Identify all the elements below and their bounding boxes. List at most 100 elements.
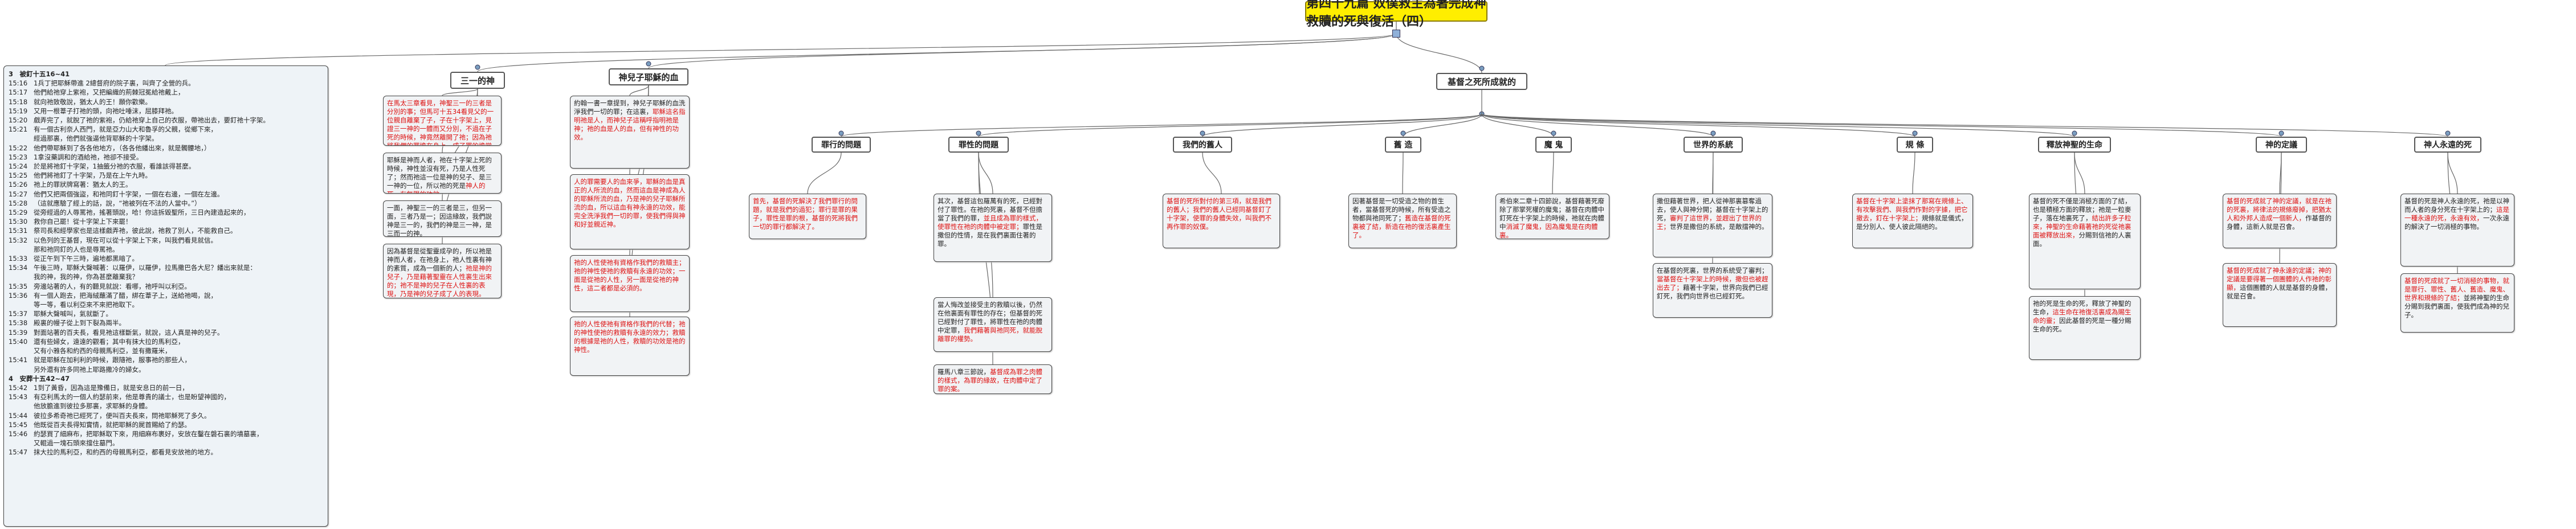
note-highlight: 並且成為罪的樣式，使罪性在祂的肉體中被定罪； xyxy=(938,214,1042,231)
note-text: 撒但藉著世界，把人從神那裏篡奪過去，使人與神分開；基督在十字架上的死， xyxy=(1657,197,1768,222)
verse-ref: 15:24 xyxy=(9,162,28,171)
verse-text: 對面站著的百夫長，看見祂這樣斷氣，就說，這人真是神的兒子。 xyxy=(34,328,224,337)
connector-line xyxy=(648,33,1397,69)
category-devil[interactable]: 魔 鬼 xyxy=(1535,137,1572,153)
verse-text: 他既從百夫長得知實情，就把耶穌的屍首賜給了約瑟。 xyxy=(34,420,191,429)
note-world-2: 在基督的死裏，世界的系統受了審判；當基督在十字架上的時候，撒但也被趕出去了；藉著… xyxy=(1653,263,1772,318)
verse-text: 1拿沒藥調和的酒給祂，祂卻不接受。 xyxy=(34,153,143,161)
note-sin-nature-2: 當人悔改並接受主的救贖以後，仍然在他裏面有罪性的存在；但基督的死已經對付了罪性，… xyxy=(934,297,1052,352)
root-title[interactable]: 第四十九篇 奴僕救主為著完成神救贖的死與復活（四） xyxy=(1305,0,1487,29)
category-old-man[interactable]: 我們的舊人 xyxy=(1173,137,1232,153)
branch-blood-of-jesus[interactable]: 神兒子耶穌的血 xyxy=(609,68,688,85)
category-world-system[interactable]: 世界的系統 xyxy=(1684,137,1743,153)
scripture-verse: 15:24 於是將祂釘十字架，1抽籤分祂的衣服，看誰該得甚麼。 xyxy=(9,162,323,171)
note-ordinances: 基督在十字架上塗抹了那寫在規條上、有攻擊我們、與我們作對的字據，把它撤去，釘在十… xyxy=(1852,194,1973,248)
note-blood-1: 約翰一書一章提到，神兒子耶穌的血洗淨我們一切的罪；在這裏，耶穌這名指明祂是人，而… xyxy=(570,96,690,169)
verse-text: 戲弄完了，就脫了祂的紫袍，仍給祂穿上自己的衣服，帶祂出去，要釘祂十字架。 xyxy=(34,116,270,125)
verse-text: 約瑟買了細麻布，把耶穌取下來，用細麻布裹好，安放在鑿在磐石裏的墳墓裏， xyxy=(34,429,263,438)
note-text: 其次，基督這包羅萬有的死，已經對付了罪性。在祂的死裏，基督不但擔當了我們的罪， xyxy=(938,197,1042,222)
category-old-creation[interactable]: 舊 造 xyxy=(1385,137,1421,153)
category-gods-purpose[interactable]: 神的定議 xyxy=(2256,137,2307,153)
verse-ref: 15:44 xyxy=(9,411,28,420)
verse-text: 於是將祂釘十字架，1抽籤分祂的衣服，看誰該得甚麼。 xyxy=(34,162,195,171)
verse-text: 他們帶耶穌到了各各他地方，（各各他繙出來，就是髑髏地，） xyxy=(34,143,211,152)
verse-text: 1到了黃昏，因為這是豫備日，就是安息日的前一日， xyxy=(34,383,189,392)
connector-node xyxy=(646,61,651,67)
verse-text: 從正午到下午三時，遍地都黑暗了。 xyxy=(34,255,138,263)
verse-ref: 15:42 xyxy=(9,383,28,392)
note-text: 世界是撒但的系統，是敵擋神的。 xyxy=(1670,223,1768,231)
verse-text: 他放膽進到彼拉多那裏，求耶穌的身體。 xyxy=(34,402,152,411)
verse-text: 他們又把兩個強盜，和祂同釘十字架，一個在右邊，一個在左邊。 xyxy=(34,190,224,198)
verse-text: 旁邊站著的人，有的聽見就說：看哪，祂呼叫以利亞。 xyxy=(34,282,191,290)
verse-ref: 15:41 xyxy=(9,356,28,364)
connector-node xyxy=(838,130,844,136)
connector-line xyxy=(477,33,1397,72)
verse-ref: 15:25 xyxy=(9,171,28,180)
verse-ref: 15:26 xyxy=(9,181,28,189)
note-highlight: 祂的人性使祂有資格作我們的代替；祂的神性使祂的救贖有永遠的效力；救贖的根據是祂的… xyxy=(574,320,686,354)
verse-ref: 15:16 xyxy=(9,79,28,88)
category-eternal-death[interactable]: 神人永遠的死 xyxy=(2414,137,2481,153)
verse-text: 有一個古利奈人西門，就是亞力山大和魯孚的父親，從鄉下來， xyxy=(34,125,217,134)
connector-node xyxy=(1710,130,1716,136)
note-gods-purpose-2: 基督的死成就了神永遠的定議；神的定議是要得著一個團體的人作祂的彰顯，這個團體的人… xyxy=(2223,263,2337,327)
connector-line xyxy=(2279,152,2282,194)
connector-line xyxy=(978,152,993,194)
verse-ref: 15:29 xyxy=(9,208,28,217)
connector-node xyxy=(1400,130,1406,136)
verse-ref: 15:18 xyxy=(9,97,28,106)
category-ordinances[interactable]: 規 條 xyxy=(1897,137,1933,153)
connector-line xyxy=(1481,113,2075,137)
connector-line xyxy=(1202,152,1222,194)
note-old-creation: 因著基督是一切受造之物的首生者，當基督死的時候，所有受造之物都與祂同死了；舊造在… xyxy=(1348,194,1457,248)
category-release-life[interactable]: 釋放神聖的生命 xyxy=(2038,137,2111,153)
note-release-life-2: 祂的死是生命的死，釋放了神聖的生命，這生命在祂復活裏成為賜生命的靈；因此基督的死… xyxy=(2029,296,2141,360)
branch-triune-god[interactable]: 三一的神 xyxy=(450,72,505,89)
note-eternal-death-1: 基督的死是神人永遠的死，祂是以神而人者的身分死在十字架上的；這是一種永遠的死，永… xyxy=(2400,194,2514,266)
connector-line xyxy=(1396,33,1482,73)
scripture-section-heading: 3 被釘十五16~41 xyxy=(9,70,70,78)
note-sins: 首先，基督的死解決了我們罪行的問題，就是我們的過犯；罪行是罪的果子，罪性是罪的根… xyxy=(749,194,866,239)
scripture-verse: 等一等，看以利亞來不來把祂取下。 xyxy=(9,300,323,309)
note-highlight: 基督的死成就了神永遠的定議；神的定議是要得著一個團體的人作祂的彰顯， xyxy=(2227,266,2332,292)
connector-line xyxy=(442,88,478,96)
verse-text: 抹大拉的馬利亞，和約西的母親馬利亞，都看見安放祂的地方。 xyxy=(34,448,217,457)
scripture-verse: 又有小雅各和約西的母親馬利亞，並有撒羅米， xyxy=(9,346,323,355)
scripture-verse: 又輥過一塊石頭來擋住墓門。 xyxy=(9,438,323,448)
category-sins[interactable]: 罪行的問題 xyxy=(812,137,871,153)
note-highlight: 基督的死成就了一切消極的事物，就是罪行、罪性、舊人、舊造、魔鬼、世界和規條的了結… xyxy=(2404,277,2509,302)
connector-node xyxy=(976,130,981,136)
note-text: 基督的死不僅是消極方面的了結，也是積極方面的釋放；祂是一粒麥子，落在地裏死了， xyxy=(2033,197,2131,222)
note-sin-nature-1: 其次，基督這包羅萬有的死，已經對付了罪性。在祂的死裏，基督不但擔當了我們的罪，並… xyxy=(934,194,1052,262)
note-triune-4: 因為基督是從聖靈成孕的，所以祂是神而人者，在祂身上，祂人性裏有神的素質，成為一個… xyxy=(383,244,502,298)
connector-line xyxy=(1552,152,1554,194)
note-triune-2: 耶穌是神而人者，祂在十字架上死的時候，神性並沒有死，乃是人性死了；然而祂這一位是… xyxy=(383,153,502,194)
root-hub-handle[interactable] xyxy=(1392,30,1400,38)
category-sin-nature[interactable]: 罪性的問題 xyxy=(948,137,1009,153)
scripture-verse: 那和祂同釘的人也是辱罵祂。 xyxy=(9,245,323,254)
note-triune-1: 在馬太三章看見，神聖三一的三者是分別的事；但馬可十五34看見父的一位親自離棄了子… xyxy=(383,96,502,146)
note-text: 並將神聖的生命分賜到我們裏面，使我們成為神的兒子。 xyxy=(2404,294,2509,319)
branch-accomplishments[interactable]: 基督之死所成就的 xyxy=(1436,73,1527,90)
verse-ref: 15:33 xyxy=(9,255,28,263)
verse-ref: 15:39 xyxy=(9,328,28,337)
connector-line xyxy=(2074,152,2085,194)
note-highlight: 基督在十字架上塗抹了那寫在規條上、有攻擊我們、與我們作對的字據，把它撤去，釘在十… xyxy=(1856,197,1968,222)
verse-text: 從旁經過的人辱罵祂，搖著頭說，哈！你這拆毀聖所，三日內建造起來的， xyxy=(34,208,250,217)
verse-ref: 15:27 xyxy=(9,190,28,198)
